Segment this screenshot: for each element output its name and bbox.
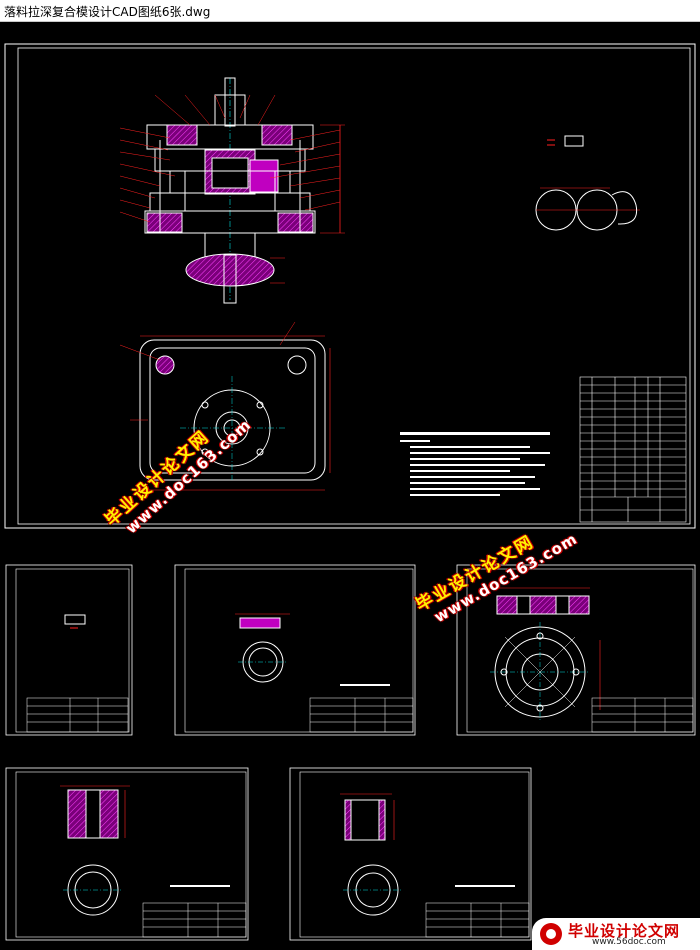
cad-viewport[interactable]: 毕业设计论文网 www.doc163.com 毕业设计论文网 www.doc16… xyxy=(0,22,700,950)
window-titlebar: 落料拉深复合模设计CAD图纸6张.dwg xyxy=(0,0,700,22)
logo-mark-icon xyxy=(540,923,562,945)
sheet-part-2 xyxy=(174,564,416,736)
sheet-part-5 xyxy=(289,767,532,941)
cad-drawing xyxy=(4,43,696,941)
site-logo: 毕业设计论文网 www.56doc.com xyxy=(532,918,700,950)
sheet-assembly xyxy=(4,43,696,529)
detail-views-topright xyxy=(535,135,640,231)
bom-table xyxy=(579,376,687,523)
logo-url: www.56doc.com xyxy=(592,937,666,947)
window-title: 落料拉深复合模设计CAD图纸6张.dwg xyxy=(4,5,211,19)
sheet-part-4 xyxy=(5,767,249,941)
technical-notes xyxy=(400,432,550,496)
sheet-part-3 xyxy=(456,564,696,736)
assembly-plan-view xyxy=(119,321,331,491)
logo-name: 毕业设计论文网 xyxy=(568,922,681,940)
sheet-part-1 xyxy=(5,564,133,736)
assembly-section-view xyxy=(119,77,345,304)
